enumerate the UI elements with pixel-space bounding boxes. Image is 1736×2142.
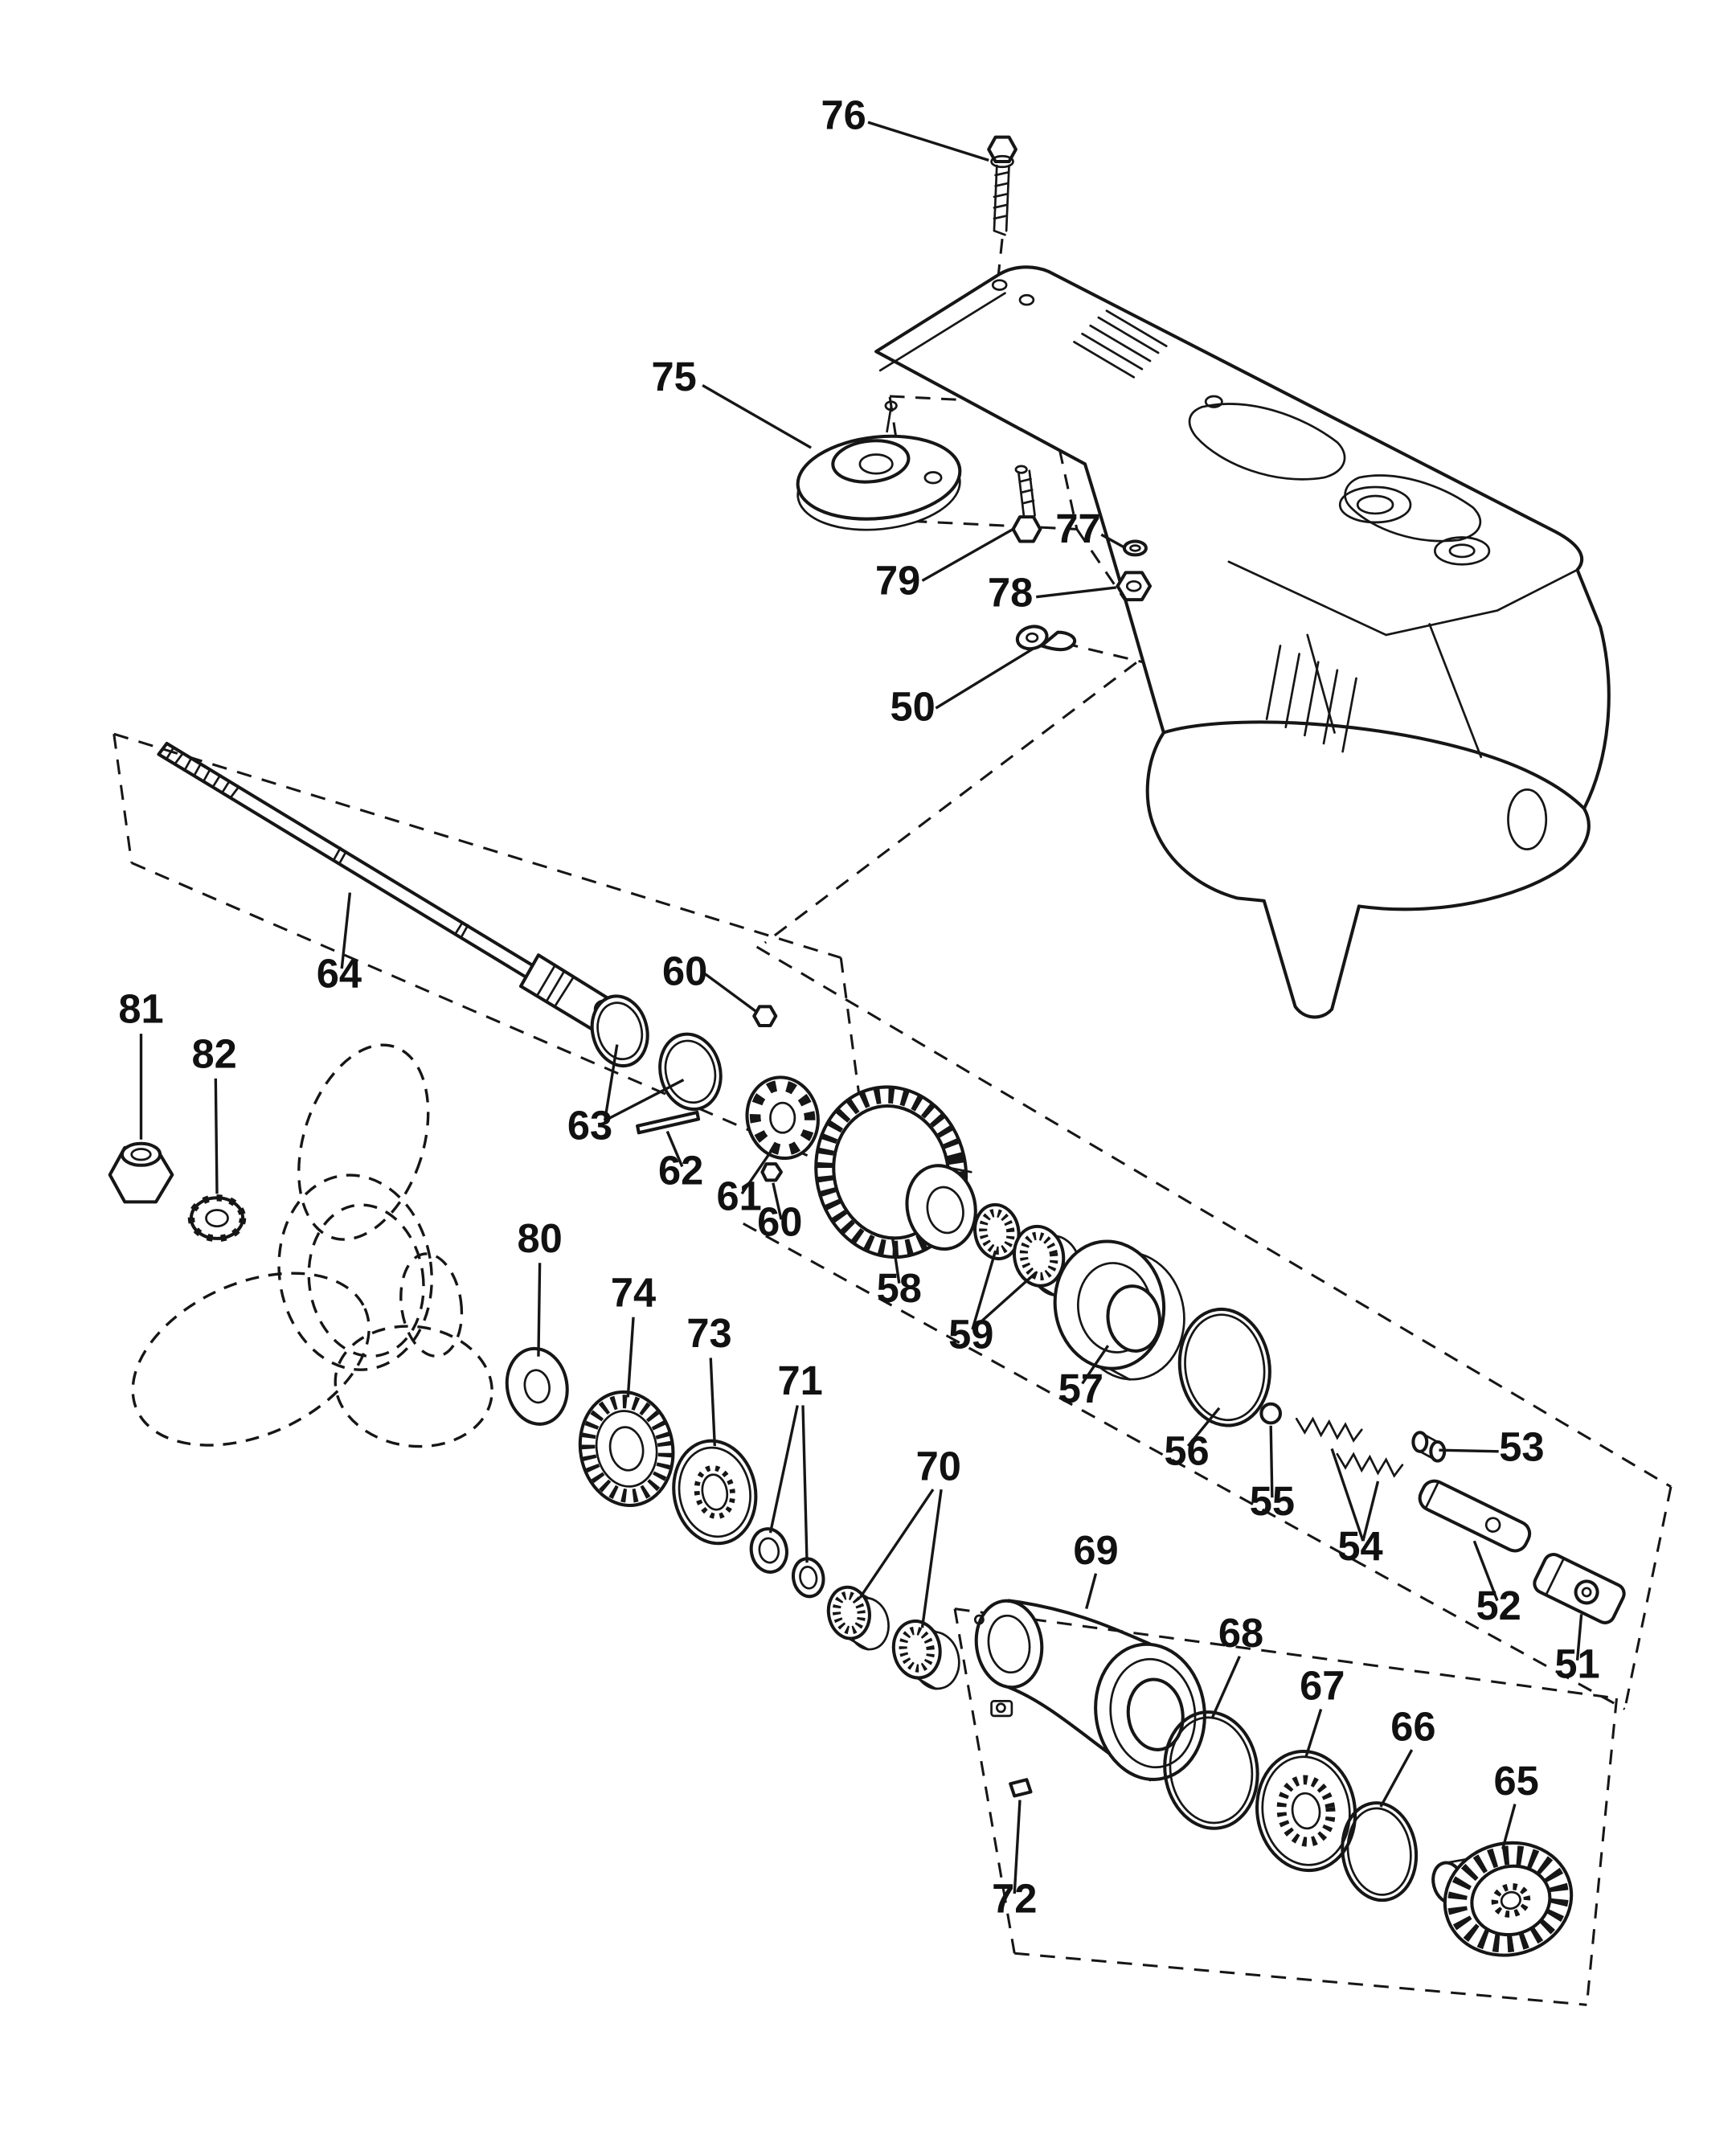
part-76-bolt [987,135,1017,236]
callout-79: 79 [875,557,920,603]
callout-65: 65 [1493,1758,1538,1804]
callout-80: 80 [517,1215,562,1261]
callout-75: 75 [652,354,697,399]
part-53-plunger [1411,1431,1447,1463]
callout-62: 62 [658,1147,703,1193]
part-50-bracket [1015,625,1077,652]
callout-66: 66 [1390,1703,1435,1749]
part-63-retaining-rings [590,994,723,1112]
part-58-forward-gear [814,1085,977,1259]
callout-69: 69 [1073,1527,1118,1573]
part-55-detent-ball [1259,1402,1283,1425]
callout-56: 56 [1164,1428,1209,1474]
part-71-seals [749,1527,825,1599]
callout-71: 71 [777,1358,822,1403]
callout-64: 64 [317,951,362,997]
propeller-outline [131,1043,493,1448]
callout-52: 52 [1476,1583,1521,1628]
part-67-ball-bearing [1255,1749,1357,1873]
callout-77: 77 [1055,506,1100,551]
callout-60a: 60 [662,948,707,993]
callout-78: 78 [988,570,1033,616]
callout-54: 54 [1337,1523,1382,1569]
callout-55: 55 [1250,1478,1295,1524]
callout-81: 81 [118,986,163,1032]
callout-70: 70 [916,1443,961,1489]
part-78-nut [1116,571,1153,602]
part-68-o-ring [1163,1710,1259,1830]
part-81-propeller-nut [108,1141,174,1204]
part-56-o-ring [1177,1307,1271,1427]
part-59-needle-bearings [973,1202,1081,1297]
part-79-bolt [1011,465,1042,543]
callout-74: 74 [611,1269,656,1315]
callout-68: 68 [1218,1610,1263,1656]
part-57-ball-bearing [1053,1239,1185,1381]
callout-82: 82 [191,1030,236,1076]
callout-61: 61 [717,1173,762,1218]
part-72-key [1009,1778,1033,1798]
callout-53: 53 [1499,1424,1544,1470]
part-77-washer [1122,539,1148,557]
callout-63: 63 [567,1103,612,1149]
callout-58: 58 [877,1265,922,1311]
part-65-gear [1431,1841,1574,1957]
part-51-cam-follower [1533,1552,1626,1624]
callout-50: 50 [891,683,936,729]
callout-51: 51 [1554,1641,1599,1687]
callout-73: 73 [686,1310,731,1356]
gear-housing [874,265,1611,1019]
part-64-drive-shaft [157,741,635,1039]
part-60a-nut [752,1005,778,1027]
callout-labels: 76 75 79 77 78 50 64 60 63 62 61 60 58 5… [118,92,1599,1922]
part-70-needle-bearings [826,1585,960,1690]
part-60b-nut [760,1162,784,1182]
part-62-pin [636,1110,701,1135]
part-75-water-pump-base [796,400,962,531]
part-74-thrust-hub [578,1390,675,1507]
part-73-spline-washer [672,1439,758,1546]
part-69-bearing-carrier [973,1599,1206,1782]
callout-67: 67 [1300,1663,1345,1709]
part-66-shim-ring [1341,1801,1419,1902]
leader-lines [139,121,1583,1894]
part-61-sliding-clutch [745,1075,820,1161]
part-80-thrust-washer [505,1346,569,1426]
callout-57: 57 [1058,1366,1103,1411]
callout-76: 76 [821,92,866,138]
callout-59: 59 [948,1312,993,1358]
part-52-shift-cam [1418,1479,1532,1553]
part-54-springs [1295,1416,1404,1478]
part-82-tab-washer [187,1194,247,1243]
callout-60b: 60 [757,1199,802,1245]
callout-72: 72 [992,1876,1037,1922]
